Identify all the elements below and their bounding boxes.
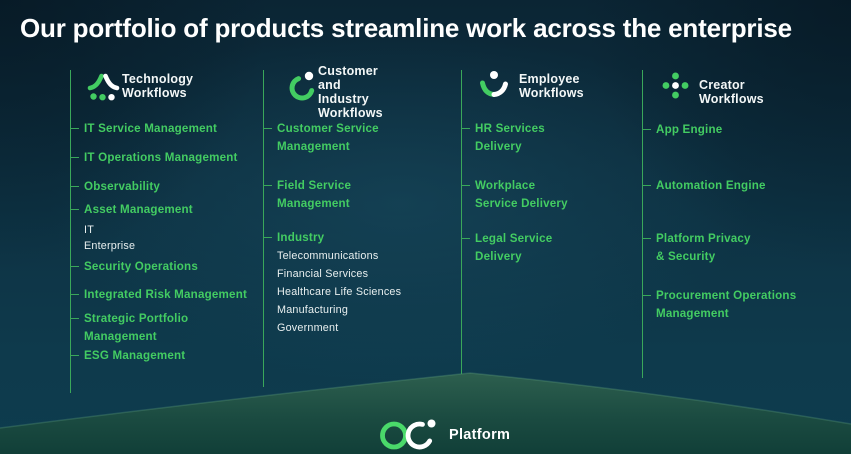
tick-line bbox=[263, 237, 272, 238]
portfolio-subitem: Government bbox=[263, 321, 461, 336]
tick-line bbox=[263, 185, 272, 186]
tick-line bbox=[70, 294, 79, 295]
item-label: Financial Services bbox=[277, 268, 369, 280]
item-label: Healthcare Life Sciences bbox=[277, 286, 402, 298]
column-technology-workflows: Technology Workflows IT Service Manageme… bbox=[70, 0, 264, 454]
portfolio-item: Field Service Management bbox=[263, 177, 461, 212]
tick-line bbox=[70, 266, 79, 267]
portfolio-item: ESG Management bbox=[70, 347, 264, 365]
column-title: Employee Workflows bbox=[519, 72, 584, 100]
item-label: Asset Management bbox=[84, 203, 193, 216]
page-title: Our portfolio of products streamline wor… bbox=[20, 13, 792, 43]
portfolio-item: Legal Service Delivery bbox=[461, 230, 642, 265]
portfolio-item: Security Operations bbox=[70, 258, 264, 276]
item-label: Platform Privacy & Security bbox=[656, 232, 751, 263]
portfolio-item: Observability bbox=[70, 178, 264, 196]
stage-hill bbox=[0, 372, 851, 454]
tick-line bbox=[461, 238, 470, 239]
column-title: Customer and Industry Workflows bbox=[318, 64, 383, 120]
item-label: Strategic Portfolio Management bbox=[84, 312, 189, 343]
tick-line bbox=[461, 185, 470, 186]
portfolio-subitem: Healthcare Life Sciences bbox=[263, 285, 461, 300]
growth-tree-icon bbox=[87, 73, 120, 101]
tick-line bbox=[642, 295, 651, 296]
column-line bbox=[70, 70, 71, 393]
portfolio-item: Platform Privacy & Security bbox=[642, 230, 851, 265]
item-label: IT Operations Management bbox=[84, 151, 238, 164]
tick-line bbox=[70, 355, 79, 356]
platform-label: Platform bbox=[449, 427, 511, 443]
portfolio-item: Asset Management bbox=[70, 201, 264, 219]
portfolio-item: Strategic Portfolio Management bbox=[70, 310, 264, 345]
column-title: Creator Workflows bbox=[699, 78, 764, 106]
portfolio-item: App Engine bbox=[642, 121, 851, 139]
item-label: Enterprise bbox=[84, 240, 136, 252]
portfolio-item: IT Service Management bbox=[70, 120, 264, 138]
item-label: Customer Service Management bbox=[277, 122, 379, 153]
item-label: Government bbox=[277, 322, 339, 334]
tick-line bbox=[461, 128, 470, 129]
person-icon bbox=[480, 71, 508, 97]
tick-line bbox=[70, 318, 79, 319]
portfolio-item: Integrated Risk Management bbox=[70, 286, 264, 304]
item-label: Workplace Service Delivery bbox=[475, 179, 568, 210]
item-label: Legal Service Delivery bbox=[475, 232, 553, 263]
portfolio-item: Workplace Service Delivery bbox=[461, 177, 642, 212]
tick-line bbox=[70, 157, 79, 158]
item-label: App Engine bbox=[656, 123, 723, 136]
item-label: Integrated Risk Management bbox=[84, 288, 248, 301]
tick-line bbox=[70, 186, 79, 187]
column-line bbox=[461, 70, 462, 374]
item-label: Automation Engine bbox=[656, 179, 766, 192]
tick-line bbox=[642, 129, 651, 130]
portfolio-item: Procurement Operations Management bbox=[642, 287, 851, 322]
portfolio-subitem: IT bbox=[70, 223, 264, 238]
tick-line bbox=[70, 209, 79, 210]
item-label: Procurement Operations Management bbox=[656, 289, 797, 320]
portfolio-item: IT Operations Management bbox=[70, 149, 264, 167]
portfolio-subitem: Manufacturing bbox=[263, 303, 461, 318]
tick-line bbox=[642, 238, 651, 239]
item-label: Telecommunications bbox=[277, 250, 379, 262]
portfolio-item: HR Services Delivery bbox=[461, 120, 642, 155]
column-creator-workflows: Creator Workflows App Engine Automation … bbox=[642, 0, 851, 454]
portfolio-subitem: Telecommunications bbox=[263, 249, 461, 264]
tick-line bbox=[642, 185, 651, 186]
item-label: Manufacturing bbox=[277, 304, 349, 316]
plus-dots-icon bbox=[662, 72, 689, 99]
platform-logo-icon bbox=[380, 419, 436, 450]
column-title: Technology Workflows bbox=[122, 72, 194, 100]
item-label: Observability bbox=[84, 180, 161, 193]
item-label: IT Service Management bbox=[84, 122, 218, 135]
column-employee-workflows: Employee Workflows HR Services Delivery … bbox=[461, 0, 642, 454]
portfolio-item: Automation Engine bbox=[642, 177, 851, 195]
tick-line bbox=[70, 128, 79, 129]
column-customer-industry-workflows: Customer and Industry Workflows Customer… bbox=[263, 0, 461, 454]
item-label: Security Operations bbox=[84, 260, 198, 273]
item-label: Industry bbox=[277, 231, 325, 244]
tick-line bbox=[263, 128, 272, 129]
item-label: IT bbox=[84, 224, 94, 236]
item-label: HR Services Delivery bbox=[475, 122, 545, 153]
item-label: Field Service Management bbox=[277, 179, 352, 210]
crescent-dot-icon bbox=[289, 71, 315, 101]
column-line bbox=[642, 70, 643, 378]
portfolio-item: Customer Service Management bbox=[263, 120, 461, 155]
portfolio-subitem: Financial Services bbox=[263, 267, 461, 282]
item-label: ESG Management bbox=[84, 349, 186, 362]
portfolio-item: Industry bbox=[263, 229, 461, 247]
column-line bbox=[263, 70, 264, 387]
portfolio-subitem: Enterprise bbox=[70, 239, 264, 254]
